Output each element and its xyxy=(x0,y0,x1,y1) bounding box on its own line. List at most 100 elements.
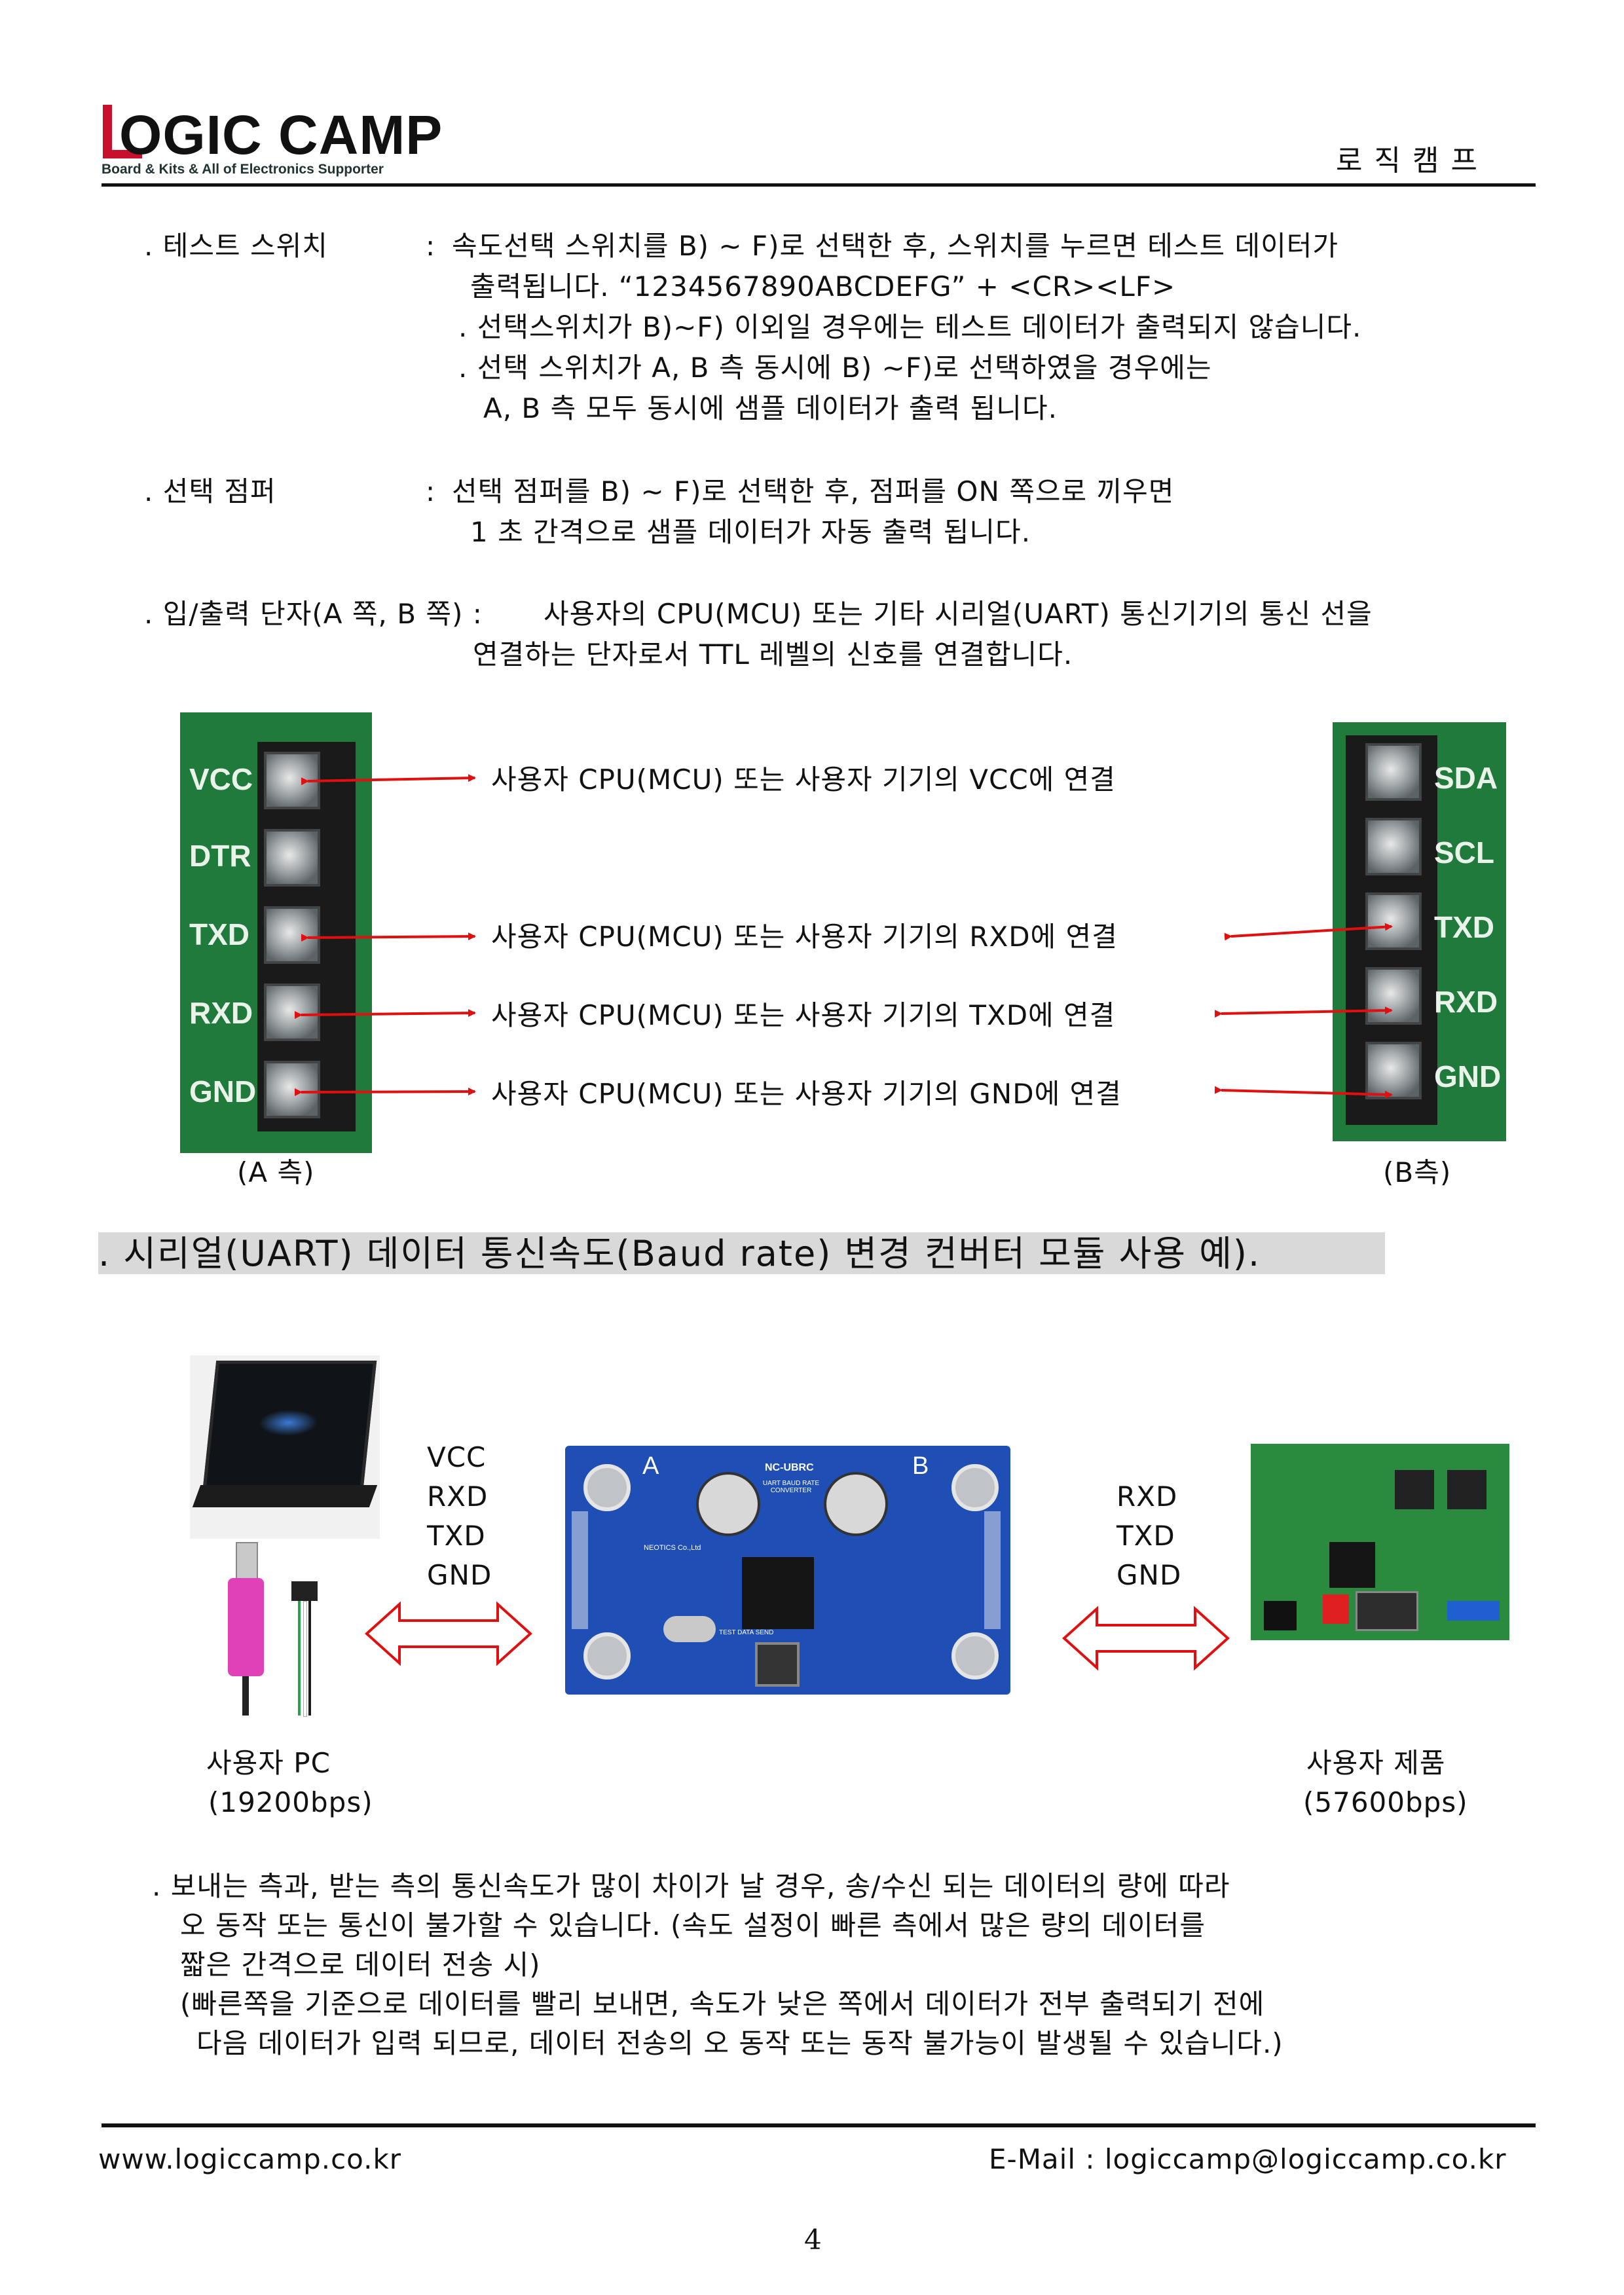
terminal-pad xyxy=(264,829,320,887)
left-signal-txd: TXD xyxy=(427,1520,486,1552)
jumper-colon: : xyxy=(426,475,436,507)
right-signal-txd: TXD xyxy=(1116,1520,1175,1552)
side-b-pin-label: SCL xyxy=(1434,835,1494,870)
usb-plug xyxy=(236,1542,258,1581)
side-a-pin-label: GND xyxy=(189,1074,257,1109)
test-switch-line-3: . 선택스위치가 B)~F) 이외일 경우에는 테스트 데이터가 출력되지 않습… xyxy=(458,311,1362,343)
terminal-pad xyxy=(264,906,320,964)
arrow-b-txd xyxy=(1224,923,1393,941)
terminal-pad xyxy=(1365,892,1422,950)
arrow-b-gnd xyxy=(1214,1086,1393,1099)
board-a-label: A xyxy=(642,1452,659,1480)
note-line-4: (빠른쪽을 기준으로 데이터를 빨리 보내면, 속도가 낮은 쪽에서 데이터가 … xyxy=(180,1988,1265,2020)
section-heading-highlight xyxy=(98,1232,1385,1274)
test-switch-line-2: 출력됩니다. “1234567890ABCDEFG” + <CR><LF> xyxy=(470,270,1176,303)
red-component xyxy=(1323,1594,1349,1624)
db9-connector xyxy=(1356,1591,1418,1631)
left-double-arrow xyxy=(365,1601,532,1666)
crystal xyxy=(663,1616,716,1642)
usb-cable xyxy=(242,1676,249,1716)
terminal-pad xyxy=(1365,743,1422,801)
mcu-chip xyxy=(742,1557,814,1629)
test-button xyxy=(755,1642,800,1687)
side-b-header xyxy=(984,1511,1001,1629)
right-signal-rxd: RXD xyxy=(1116,1480,1178,1513)
footer-website: www.logiccamp.co.kr xyxy=(98,2143,402,2175)
wire xyxy=(308,1601,311,1716)
rotary-switch-b xyxy=(824,1472,888,1536)
arrow-vcc xyxy=(301,774,476,786)
note-line-2: 오 동작 또는 통신이 불가할 수 있습니다. (속도 설정이 빠른 측에서 많… xyxy=(180,1909,1206,1941)
side-b-pin-label: RXD xyxy=(1434,985,1498,1019)
converter-board-image: A B NC-UBRC UART BAUD RATE CONVERTER NEO… xyxy=(565,1446,1010,1695)
jumper-line-1: 선택 점퍼를 B) ~ F)로 선택한 후, 점퍼를 ON 쪽으로 끼우면 xyxy=(452,475,1175,507)
laptop-wallpaper xyxy=(257,1410,320,1436)
left-signal-gnd: GND xyxy=(427,1559,492,1591)
laptop-keyboard xyxy=(192,1485,378,1507)
jumper-label: . 선택 점퍼 xyxy=(144,475,276,507)
mount-hole xyxy=(951,1464,999,1511)
caption-side-a: (A 측) xyxy=(237,1156,315,1188)
mount-hole xyxy=(583,1632,631,1680)
wire xyxy=(298,1601,301,1716)
usb-adapter-body xyxy=(228,1578,264,1676)
caption-side-b: (B측) xyxy=(1383,1156,1452,1188)
board-b-label: B xyxy=(912,1452,929,1480)
side-a-header xyxy=(572,1511,588,1629)
arrow-a-txd xyxy=(301,932,476,942)
io-line-1: 사용자의 CPU(MCU) 또는 기타 시리얼(UART) 통신기기의 통신 선… xyxy=(544,598,1373,630)
header-title: 로직캠프 xyxy=(1336,144,1489,177)
board-manufacturer: NEOTICS Co.,Ltd xyxy=(644,1544,701,1552)
section-heading: . 시리얼(UART) 데이터 통신속도(Baud rate) 변경 컨버터 모… xyxy=(98,1233,1261,1274)
io-line-2: 연결하는 단자로서 TTL 레벨의 신호를 연결합니다. xyxy=(473,638,1073,670)
side-b-pin-label: SDA xyxy=(1434,761,1498,795)
test-switch-line-4: . 선택 스위치가 A, B 측 동시에 B) ~F)로 선택하였을 경우에는 xyxy=(458,352,1212,384)
logo-l-bar xyxy=(103,105,112,158)
user-product-rate: (57600bps) xyxy=(1303,1786,1468,1818)
logo-subtitle: Board & Kits & All of Electronics Suppor… xyxy=(101,162,384,177)
side-a-pin-label: RXD xyxy=(189,996,253,1030)
board-title: NC-UBRC xyxy=(765,1462,814,1473)
terminal-pad xyxy=(1365,967,1422,1025)
board-subtitle: UART BAUD RATE CONVERTER xyxy=(762,1480,820,1494)
user-product-board-image xyxy=(1251,1444,1509,1640)
side-b-pin-label: GND xyxy=(1434,1059,1502,1093)
user-product-label: 사용자 제품 xyxy=(1306,1747,1446,1779)
side-a-pin-label: TXD xyxy=(189,917,249,951)
note-line-5: 다음 데이터가 입력 되므로, 데이터 전송의 오 동작 또는 동작 불가능이 … xyxy=(196,2027,1283,2059)
side-b-pin-label: TXD xyxy=(1434,910,1494,944)
wire xyxy=(303,1601,307,1717)
arrow-b-rxd xyxy=(1214,1006,1393,1018)
footer-divider xyxy=(101,2123,1536,2127)
test-switch-label: . 테스트 스위치 xyxy=(144,230,328,262)
test-data-send-label: TEST DATA SEND xyxy=(719,1629,774,1636)
power-jack xyxy=(1264,1601,1297,1630)
left-signal-vcc: VCC xyxy=(427,1441,487,1473)
header-divider xyxy=(101,183,1536,187)
side-a-pin-label: DTR xyxy=(189,839,251,873)
connection-vcc-text: 사용자 CPU(MCU) 또는 사용자 기기의 VCC에 연결 xyxy=(491,763,1116,796)
test-switch-line-1: 속도선택 스위치를 B) ~ F)로 선택한 후, 스위치를 누르면 테스트 데… xyxy=(452,230,1339,262)
terminal-pad xyxy=(264,1061,320,1118)
left-signal-rxd: RXD xyxy=(427,1480,489,1513)
usb-serial-cable-image xyxy=(223,1539,327,1722)
dupont-connector xyxy=(291,1581,318,1601)
terminal-block-blue xyxy=(1447,1601,1500,1621)
laptop-image xyxy=(190,1355,380,1539)
connection-gnd-text: 사용자 CPU(MCU) 또는 사용자 기기의 GND에 연결 xyxy=(491,1078,1122,1110)
side-a-pin-label: VCC xyxy=(189,762,253,796)
note-line-3: 짧은 간격으로 데이터 전송 시) xyxy=(180,1949,541,1981)
arrow-a-rxd xyxy=(294,1009,476,1019)
right-signal-gnd: GND xyxy=(1116,1559,1182,1591)
page-number: 4 xyxy=(804,2224,822,2256)
logo-text: OGIC CAMP xyxy=(119,104,443,166)
io-label: . 입/출력 단자(A 쪽, B 쪽) : xyxy=(144,598,483,630)
mount-hole xyxy=(583,1464,631,1511)
user-pc-label: 사용자 PC xyxy=(206,1747,331,1779)
right-double-arrow xyxy=(1062,1606,1230,1671)
connection-txd-text: 사용자 CPU(MCU) 또는 사용자 기기의 TXD에 연결 xyxy=(491,999,1116,1031)
connection-rxd-text: 사용자 CPU(MCU) 또는 사용자 기기의 RXD에 연결 xyxy=(491,921,1118,953)
rotary-switch-a xyxy=(696,1472,760,1536)
relay xyxy=(1447,1470,1486,1509)
